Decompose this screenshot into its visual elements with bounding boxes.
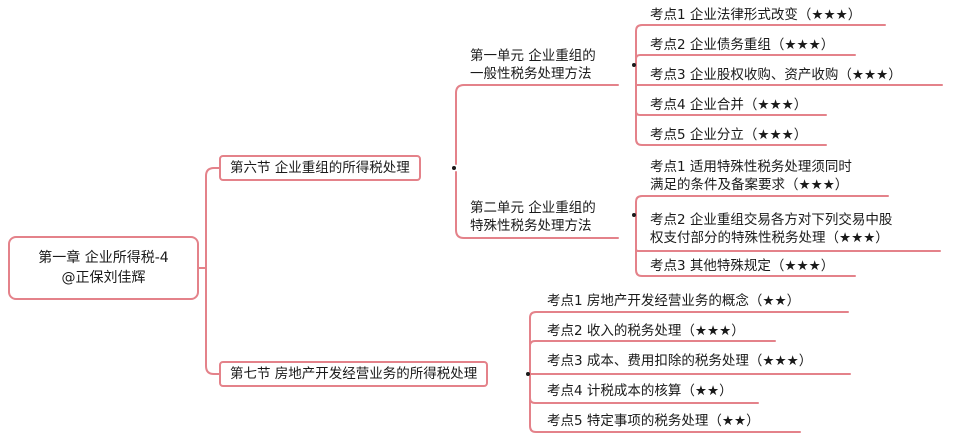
link-unit1-p2: [635, 54, 856, 86]
unit-2-point-2[interactable]: 考点2 企业重组交易各方对下列交易中股 权支付部分的特殊性税务处理（★★★）: [650, 212, 893, 246]
unit-1-point-4[interactable]: 考点4 企业合并（★★★）: [650, 97, 808, 113]
section-7-title: 第七节 房地产开发经营业务的所得税处理: [230, 366, 478, 382]
unit-1-point-5[interactable]: 考点5 企业分立（★★★）: [650, 127, 808, 143]
link-sec6-unit2: [455, 171, 619, 239]
unit-1-title-line1: 第一单元 企业重组的: [470, 48, 596, 64]
link-sec7-p1: [529, 311, 849, 375]
unit-1-point-2[interactable]: 考点2 企业债务重组（★★★）: [650, 37, 835, 53]
section-7-point-5[interactable]: 考点5 特定事项的税务处理（★★）: [547, 413, 760, 429]
root-topic[interactable]: 第一章 企业所得税-4 @正保刘佳辉: [8, 236, 199, 300]
unit-1-title-line2: 一般性税务处理方法: [470, 66, 592, 82]
unit-1-point-3[interactable]: 考点3 企业股权收购、资产收购（★★★）: [650, 67, 902, 83]
link-root-sec7: [198, 267, 221, 375]
section-6-dot: [452, 166, 456, 170]
link-sec7-p2: [529, 340, 776, 375]
unit-2-title-line2: 特殊性税务处理方法: [470, 218, 592, 234]
link-unit2-p1: [635, 195, 889, 239]
link-unit1-p1: [635, 24, 886, 86]
unit-2-dot: [632, 213, 636, 217]
unit-2-title-line1: 第二单元 企业重组的: [470, 200, 596, 216]
root-author: @正保刘佳辉: [61, 270, 146, 286]
section-7-node[interactable]: 第七节 房地产开发经营业务的所得税处理: [219, 361, 489, 387]
root-title: 第一章 企业所得税-4: [38, 250, 169, 266]
section-7-dot: [526, 372, 530, 376]
unit-2-point-1[interactable]: 考点1 适用特殊性税务处理须同时 满足的条件及备案要求（★★★）: [650, 159, 852, 193]
section-7-point-3[interactable]: 考点3 成本、费用扣除的税务处理（★★★）: [547, 353, 813, 369]
section-7-point-1[interactable]: 考点1 房地产开发经营业务的概念（★★）: [547, 293, 801, 309]
unit-1-node[interactable]: 第一单元 企业重组的 一般性税务处理方法: [470, 47, 596, 83]
link-root-sec6: [198, 167, 221, 269]
unit-2-node[interactable]: 第二单元 企业重组的 特殊性税务处理方法: [470, 199, 596, 235]
section-6-title: 第六节 企业重组的所得税处理: [230, 160, 410, 176]
unit-1-dot: [632, 63, 636, 67]
unit-1-point-1[interactable]: 考点1 企业法律形式改变（★★★）: [650, 7, 862, 23]
section-7-point-2[interactable]: 考点2 收入的税务处理（★★★）: [547, 323, 745, 339]
section-7-point-4[interactable]: 考点4 计税成本的核算（★★）: [547, 383, 733, 399]
link-sec6-unit1: [455, 84, 619, 165]
link-sec7-p5: [529, 373, 801, 433]
section-6-node[interactable]: 第六节 企业重组的所得税处理: [219, 155, 421, 181]
unit-2-point-3[interactable]: 考点3 其他特殊规定（★★★）: [650, 258, 835, 274]
link-unit2-p3: [635, 237, 856, 277]
link-unit1-p5: [635, 84, 827, 146]
